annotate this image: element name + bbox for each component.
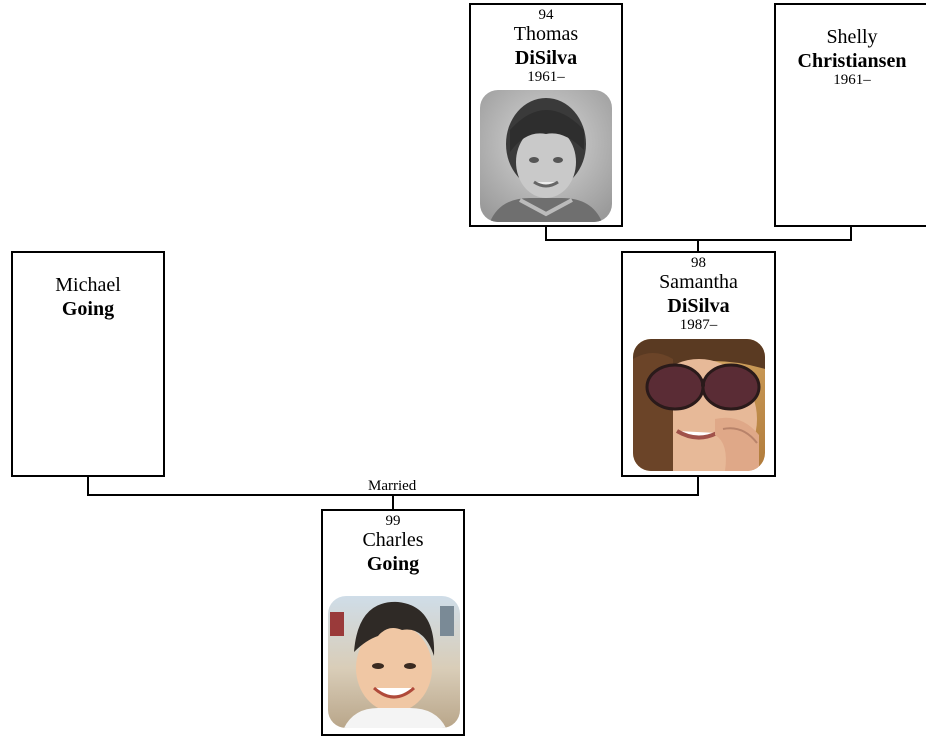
life-years: 1987– xyxy=(679,317,718,333)
surname: Christiansen xyxy=(797,50,907,72)
surname: DiSilva xyxy=(514,47,578,69)
given-name: Samantha xyxy=(659,271,738,293)
given-name: Thomas xyxy=(513,23,579,45)
portrait-photo-thomas xyxy=(480,90,612,222)
person-card-charles[interactable]: 99 Charles Going xyxy=(321,509,465,736)
given-name: Charles xyxy=(362,529,424,551)
person-card-thomas[interactable]: 94 Thomas DiSilva 1961– xyxy=(469,3,623,227)
surname: Going xyxy=(61,298,115,320)
surname: Going xyxy=(366,553,420,575)
person-card-shelly[interactable]: Shelly Christiansen 1961– xyxy=(774,3,926,227)
person-number: 98 xyxy=(691,255,706,271)
person-card-michael[interactable]: Michael Going xyxy=(11,251,165,477)
portrait-photo-samantha xyxy=(633,339,765,471)
life-years: 1961– xyxy=(833,72,871,88)
person-number: 94 xyxy=(538,7,554,23)
person-number: 99 xyxy=(385,513,401,529)
given-name: Shelly xyxy=(826,26,878,48)
relationship-label: Married xyxy=(368,478,417,494)
person-card-samantha[interactable]: 98 Samantha DiSilva 1987– xyxy=(621,251,776,477)
surname: DiSilva xyxy=(667,295,730,317)
portrait-photo-charles xyxy=(328,596,460,728)
life-years: 1961– xyxy=(527,69,565,85)
given-name: Michael xyxy=(55,274,121,296)
